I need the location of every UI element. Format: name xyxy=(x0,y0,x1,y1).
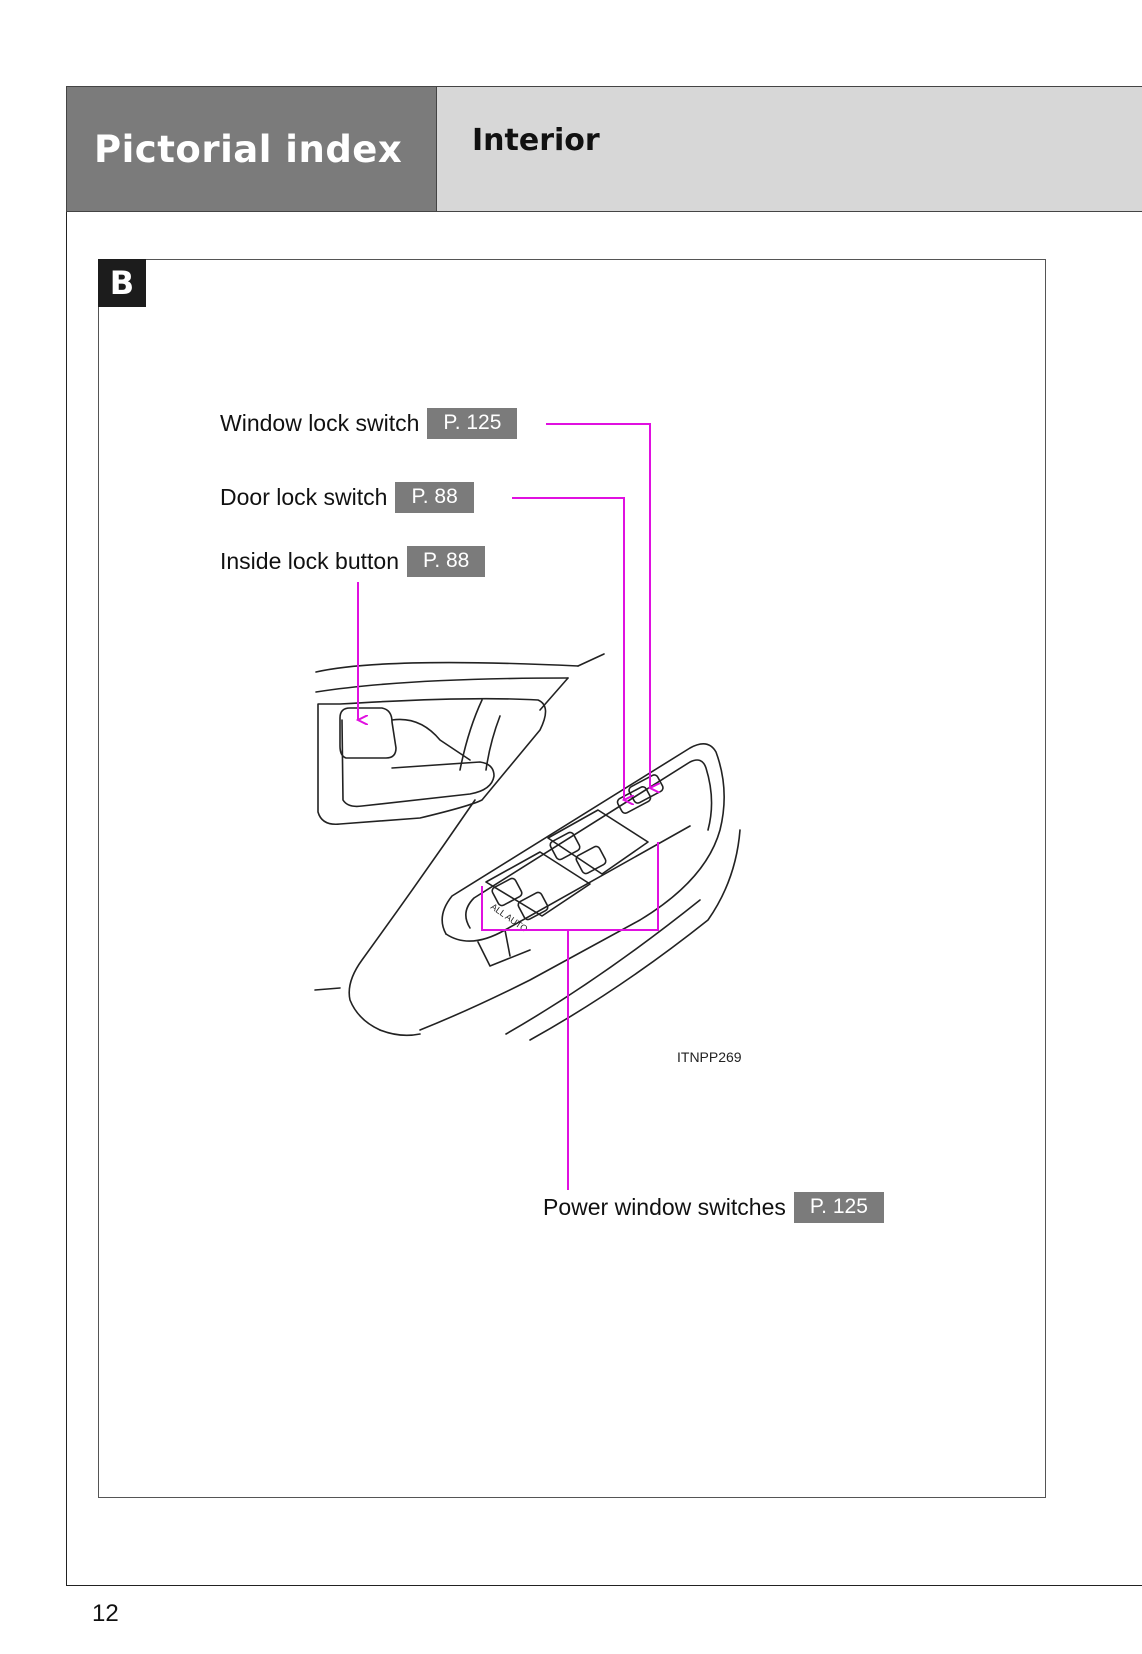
section-header: Pictorial index xyxy=(66,86,437,212)
callout-label: Inside lock button xyxy=(220,547,400,574)
page-header: Interior xyxy=(437,86,1142,212)
callout-label: Door lock switch xyxy=(220,483,388,510)
section-badge: B xyxy=(98,259,146,307)
callout-label: Window lock switch xyxy=(220,409,420,436)
figure-code: ITNPP269 xyxy=(677,1049,742,1065)
section-title: Pictorial index xyxy=(94,127,403,171)
callout-power-window-switches: Power window switches P. 125 xyxy=(543,1191,884,1223)
figure-panel xyxy=(98,259,1046,1498)
page-ref-button[interactable]: P. 125 xyxy=(427,407,518,439)
page-number: 12 xyxy=(92,1600,119,1627)
leader-power-window-bracket xyxy=(481,842,659,931)
page-title: Interior xyxy=(472,123,600,158)
left-rule xyxy=(66,212,67,1586)
page-ref-button[interactable]: P. 88 xyxy=(395,481,474,513)
callout-label: Power window switches xyxy=(543,1193,786,1220)
page-ref-button[interactable]: P. 125 xyxy=(793,1191,884,1223)
leader-window-lock xyxy=(546,423,650,788)
page-ref-button[interactable]: P. 88 xyxy=(407,545,486,577)
callout-window-lock-switch: Window lock switch P. 125 xyxy=(220,407,518,439)
bottom-rule xyxy=(66,1585,1142,1586)
leader-door-lock xyxy=(512,497,624,800)
callout-inside-lock-button: Inside lock button P. 88 xyxy=(220,545,486,577)
callout-door-lock-switch: Door lock switch P. 88 xyxy=(220,481,474,513)
